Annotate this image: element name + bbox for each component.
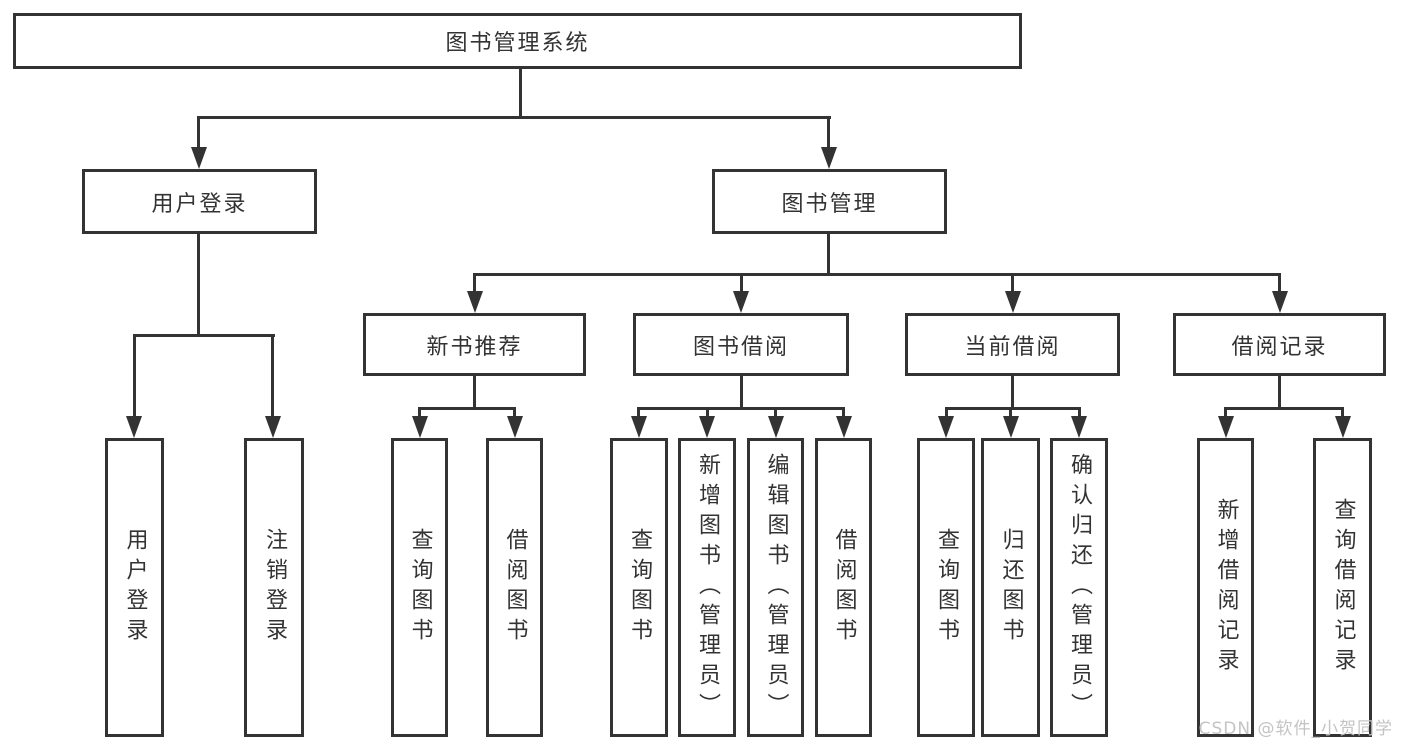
connector-drop-cb-leaf3 — [1078, 407, 1081, 419]
arrowhead-br-leaf1 — [1218, 416, 1234, 438]
leaf-label: 归还图书 — [998, 527, 1024, 648]
arrowhead-cb-leaf1 — [938, 416, 954, 438]
connector-drop-nb-leaf2 — [513, 407, 516, 419]
connector-newbook-stub — [473, 375, 476, 410]
leaf-label: 查询图书 — [407, 527, 433, 648]
connector-drop-leaf-logout — [271, 334, 274, 416]
leaf-label: 确认归还（管理员） — [1067, 452, 1092, 723]
arrowhead-bb-leaf1 — [631, 416, 647, 438]
connector-userlogin-stub — [197, 233, 200, 336]
node-label: 图书管理 — [781, 191, 878, 217]
node-new-book-recommendation: 新书推荐 — [363, 313, 586, 376]
leaf-label: 借阅图书 — [502, 527, 528, 648]
connector-borrowrecords-stub — [1278, 375, 1281, 410]
connector-drop-currentborrow — [1011, 273, 1014, 293]
arrowhead-user-login — [191, 147, 207, 169]
arrowhead-newbook — [467, 291, 483, 313]
leaf-add-borrow-record: 新增借阅记录 — [1197, 438, 1254, 737]
leaf-return-books: 归还图书 — [981, 438, 1040, 737]
arrowhead-cb-leaf3 — [1071, 416, 1087, 438]
arrowhead-bb-leaf4 — [836, 416, 852, 438]
connector-bookborrow-bar — [637, 407, 845, 410]
node-label: 图书管理系统 — [445, 31, 590, 56]
connector-drop-bb-leaf1 — [637, 407, 640, 419]
connector-drop-book-management — [827, 116, 830, 150]
node-user-login: 用户登录 — [82, 169, 317, 234]
leaf-logout: 注销登录 — [244, 438, 304, 737]
leaf-search-books-recommend: 查询图书 — [391, 438, 448, 737]
node-library-management-system: 图书管理系统 — [13, 13, 1022, 69]
connector-newbook-bar — [418, 407, 516, 410]
connector-drop-br-leaf2 — [1341, 407, 1344, 419]
connector-root-stub — [519, 69, 522, 119]
arrowhead-leaf-login — [126, 416, 142, 438]
connector-bookmgmt-stub — [827, 233, 830, 276]
leaf-label: 借阅图书 — [831, 527, 857, 648]
connector-drop-bb-leaf2 — [706, 407, 709, 419]
connector-drop-borrowrecords — [1278, 273, 1281, 293]
leaf-add-books-admin: 新增图书（管理员） — [678, 438, 736, 737]
connector-drop-user-login — [197, 116, 200, 150]
connector-userlogin-bar — [133, 334, 275, 337]
connector-drop-bb-leaf3 — [774, 407, 777, 419]
leaf-label: 注销登录 — [262, 527, 287, 648]
leaf-search-borrow-record: 查询借阅记录 — [1313, 438, 1372, 737]
connector-currentborrow-stub — [1011, 375, 1014, 410]
connector-root-bar — [197, 116, 831, 119]
connector-currentborrow-bar — [945, 407, 1081, 410]
arrowhead-book-management — [821, 147, 837, 169]
leaf-label: 查询借阅记录 — [1330, 497, 1356, 678]
watermark: CSDN @软件_小贺同学 — [1198, 719, 1393, 739]
leaf-label: 用户登录 — [122, 527, 148, 648]
leaf-confirm-return-admin: 确认归还（管理员） — [1050, 438, 1108, 737]
arrowhead-bb-leaf3 — [768, 416, 784, 438]
connector-drop-nb-leaf1 — [418, 407, 421, 419]
connector-drop-cb-leaf1 — [945, 407, 948, 419]
connector-drop-newbook — [473, 273, 476, 293]
node-book-management: 图书管理 — [712, 169, 947, 234]
leaf-borrow-books-recommend: 借阅图书 — [486, 438, 543, 737]
connector-drop-bb-leaf4 — [842, 407, 845, 419]
arrowhead-leaf-logout — [265, 416, 281, 438]
leaf-edit-books-admin: 编辑图书（管理员） — [747, 438, 804, 737]
arrowhead-nb-leaf2 — [507, 416, 523, 438]
leaf-user-login: 用户登录 — [105, 438, 164, 737]
leaf-borrow-books: 借阅图书 — [815, 438, 872, 737]
arrowhead-cb-leaf2 — [1003, 416, 1019, 438]
arrowhead-bookborrow — [733, 291, 749, 313]
arrowhead-nb-leaf1 — [412, 416, 428, 438]
connector-drop-cb-leaf2 — [1009, 407, 1012, 419]
arrowhead-bb-leaf2 — [699, 416, 715, 438]
leaf-label: 编辑图书（管理员） — [763, 452, 789, 723]
connector-drop-leaf-login — [133, 334, 136, 416]
node-current-borrowing: 当前借阅 — [905, 313, 1120, 376]
leaf-label: 新增借阅记录 — [1213, 497, 1239, 678]
connector-drop-br-leaf1 — [1224, 407, 1227, 419]
arrowhead-currentborrow — [1005, 291, 1021, 313]
node-label: 当前借阅 — [964, 334, 1061, 360]
connector-bookmgmt-bar — [473, 273, 1281, 276]
connector-borrowrecords-bar — [1224, 407, 1344, 410]
node-label: 图书借阅 — [692, 334, 789, 360]
node-borrowing-records: 借阅记录 — [1173, 313, 1386, 376]
connector-drop-bookborrow — [740, 273, 743, 293]
leaf-label: 查询图书 — [934, 527, 959, 648]
leaf-search-books-borrowing: 查询图书 — [610, 438, 668, 737]
leaf-label: 查询图书 — [627, 527, 652, 648]
leaf-search-books-current: 查询图书 — [917, 438, 975, 737]
node-label: 用户登录 — [151, 191, 248, 217]
node-book-borrowing: 图书借阅 — [633, 313, 849, 376]
node-label: 新书推荐 — [426, 334, 523, 360]
leaf-label: 新增图书（管理员） — [695, 452, 720, 723]
arrowhead-br-leaf2 — [1335, 416, 1351, 438]
connector-bookborrow-stub — [740, 375, 743, 410]
arrowhead-borrowrecords — [1272, 291, 1288, 313]
node-label: 借阅记录 — [1231, 334, 1328, 360]
